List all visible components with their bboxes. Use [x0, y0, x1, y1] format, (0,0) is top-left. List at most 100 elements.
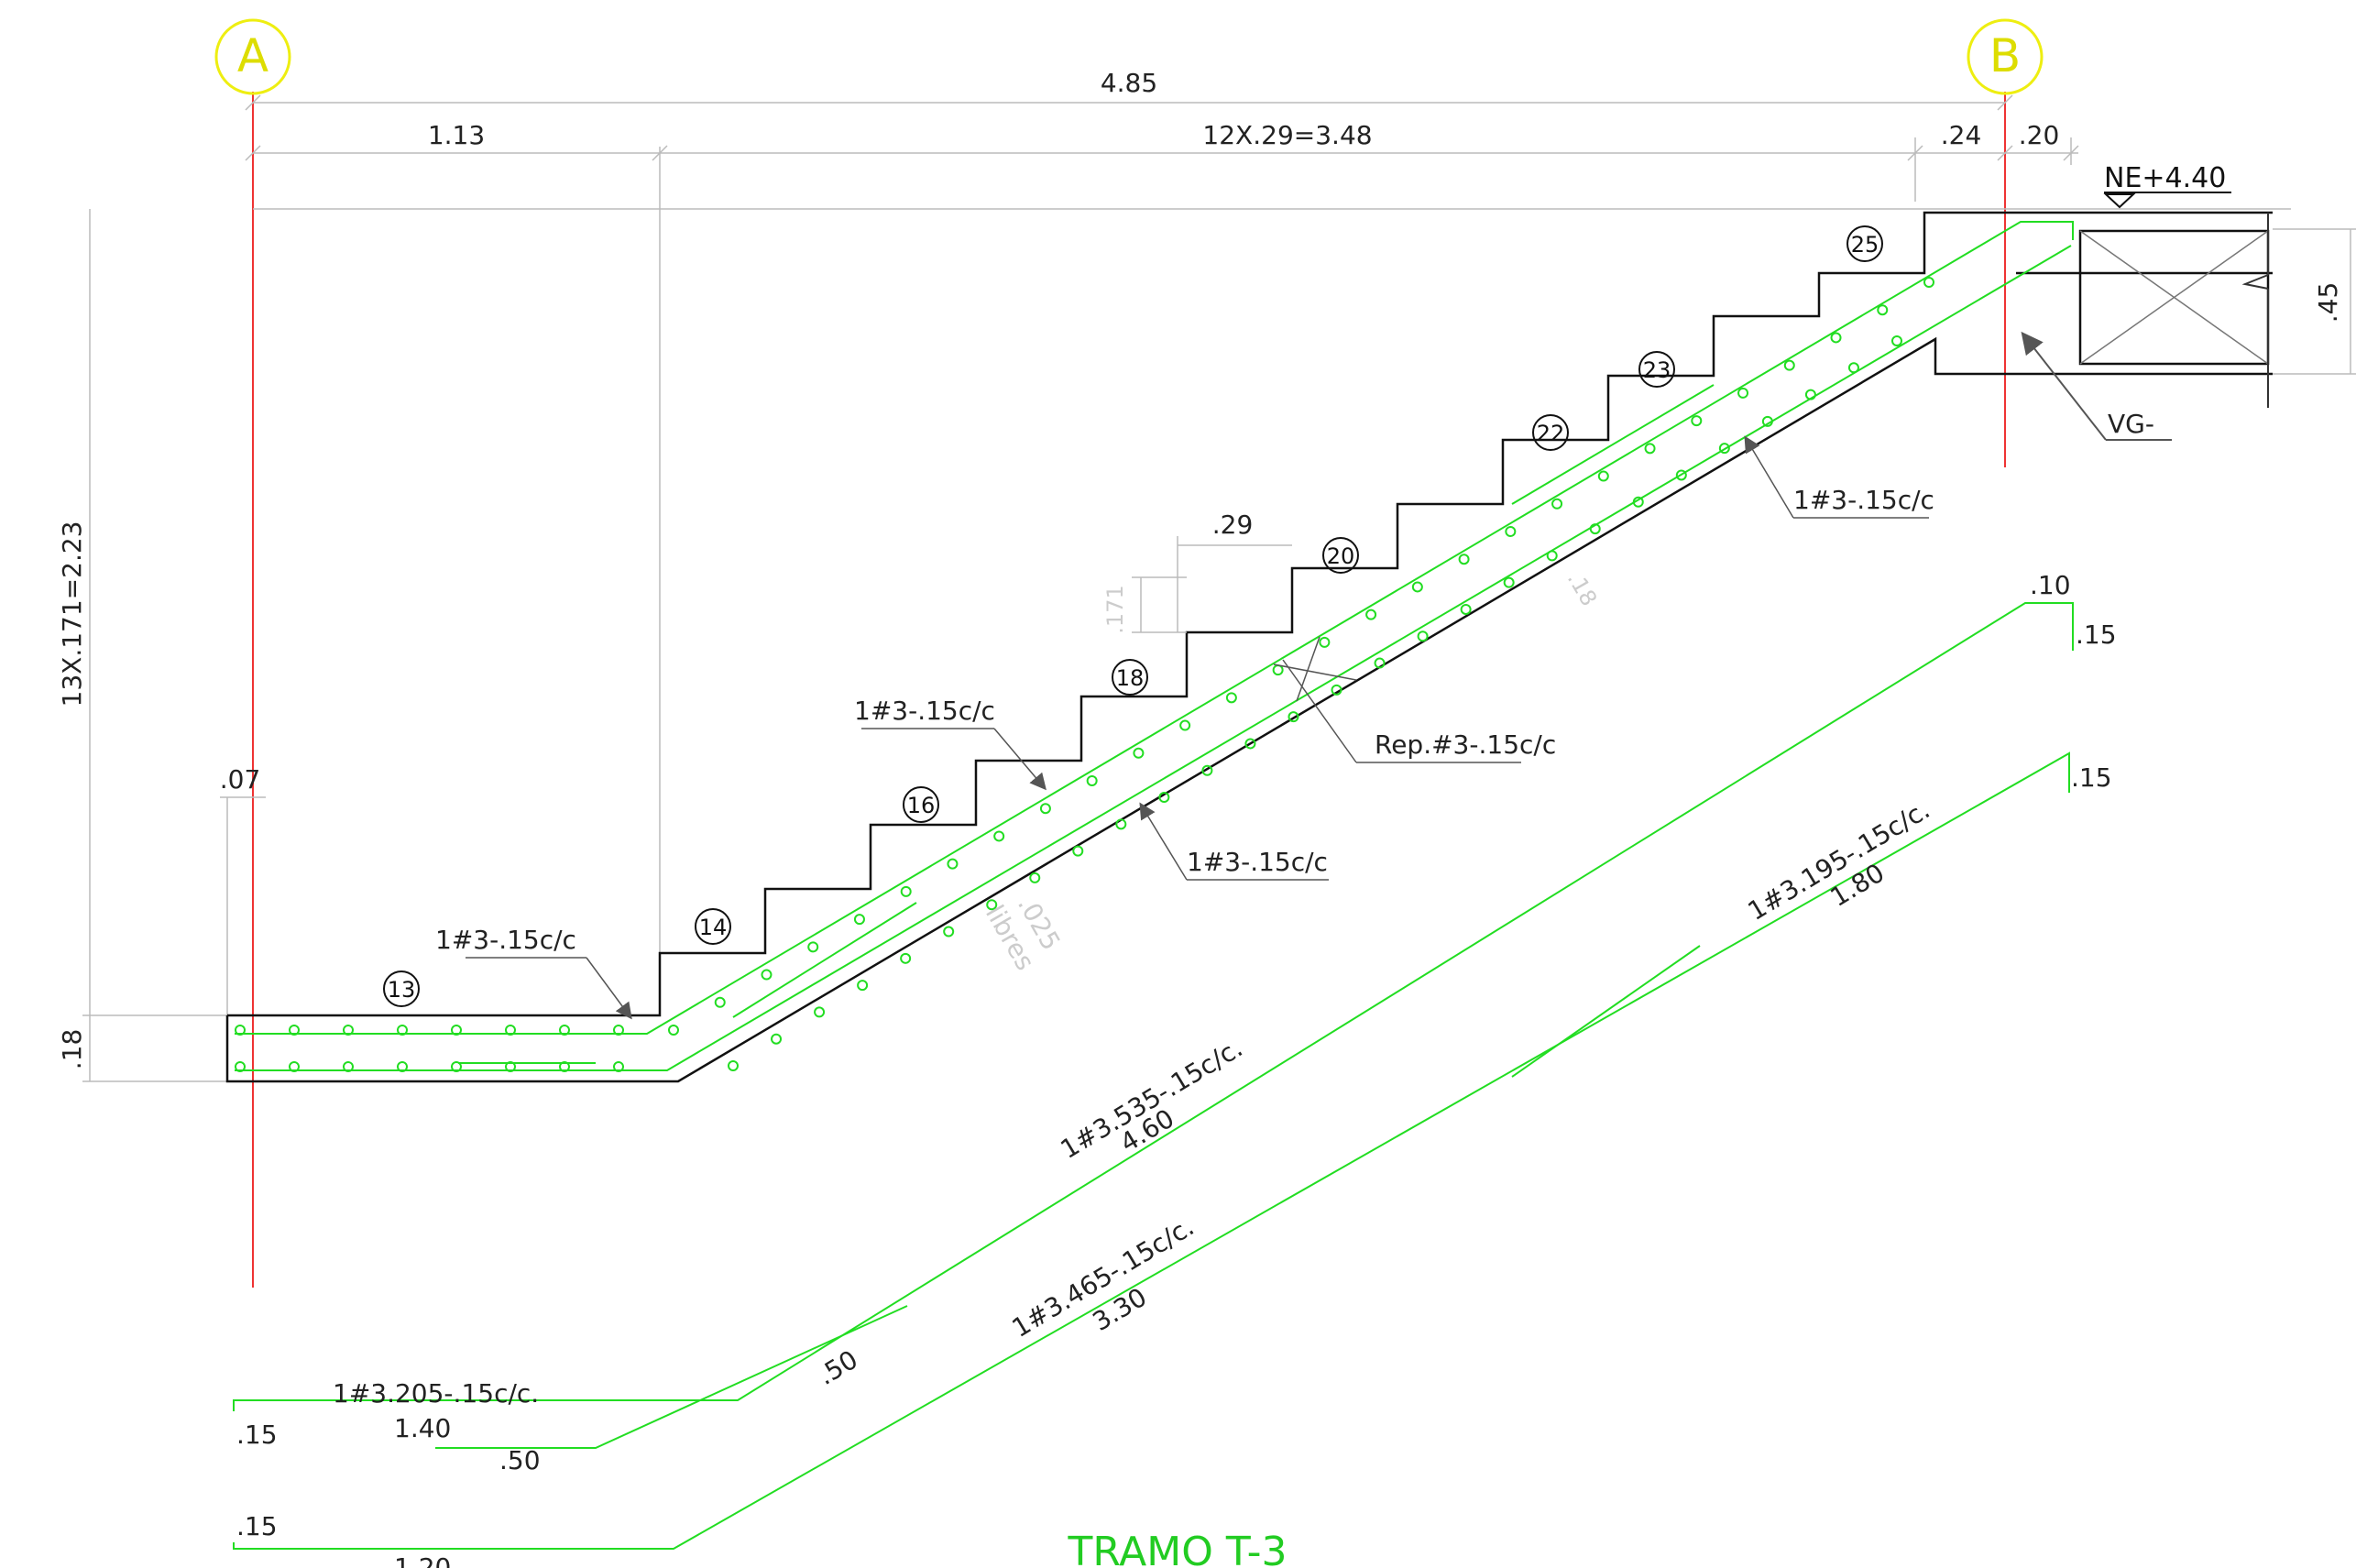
rebar-dot — [807, 941, 819, 953]
rebar-dot — [1877, 304, 1889, 316]
dim-landing: 1.13 — [428, 120, 485, 150]
rebar-dot — [1158, 792, 1170, 804]
dim-024: .24 — [1941, 120, 1982, 150]
rebar-dot — [1632, 496, 1644, 508]
bar5-length: 1.20 — [394, 1552, 451, 1568]
step-bubble — [1112, 659, 1148, 696]
rebar-leaders — [466, 435, 1929, 1020]
rebar-dot — [1691, 415, 1703, 427]
rebar-dot — [1783, 359, 1795, 371]
step-dimension — [1132, 536, 1292, 633]
rebar-dot — [505, 1025, 516, 1036]
rebar-dot — [857, 980, 869, 992]
rebar-dot — [1039, 803, 1051, 815]
dim-height-total: 13X.171=2.23 — [57, 521, 87, 707]
rebar-dot — [613, 1061, 624, 1072]
rebar-dot — [1115, 818, 1127, 830]
bar2-hook-side: .15 — [2071, 762, 2112, 793]
step-bubble — [1638, 351, 1675, 388]
rebar-dot — [986, 899, 998, 911]
rebar-dot — [853, 914, 865, 926]
dim-tread: .29 — [1212, 510, 1254, 540]
rebar-dot — [1460, 603, 1472, 615]
rebar-dot — [814, 1006, 826, 1018]
rebar-dot — [613, 1025, 624, 1036]
level-label: NE+4.40 — [2104, 162, 2226, 194]
bar5-hook: .15 — [236, 1511, 278, 1541]
axis-b-bubble — [1967, 18, 2044, 95]
rebar-dot — [451, 1025, 462, 1036]
rebar-dot — [1644, 443, 1656, 455]
rebar-dot — [1847, 362, 1859, 374]
step-bubble — [1322, 537, 1359, 574]
rebar-dot — [559, 1061, 570, 1072]
bar4-length: 1.40 — [394, 1413, 451, 1443]
step-number: 18 — [1116, 665, 1145, 691]
step-number: 13 — [388, 977, 416, 1003]
step-number: 14 — [699, 915, 728, 940]
rebar-dot — [235, 1025, 246, 1036]
step-number: 16 — [907, 793, 936, 818]
rebar-dot — [397, 1025, 408, 1036]
rebar-dot — [1072, 845, 1084, 857]
rebar-dot — [289, 1025, 300, 1036]
rebar-dot — [1718, 443, 1730, 455]
stair-concrete-outline — [225, 211, 2273, 1083]
rebar-dot — [900, 885, 912, 897]
rebar-dot — [1737, 387, 1749, 399]
level-marker — [2103, 192, 2231, 209]
dim-riser: .171 — [1102, 585, 1128, 633]
rebar-dot — [993, 830, 1005, 842]
rebar-dot — [1225, 692, 1237, 704]
step-bubble — [903, 786, 939, 823]
rebar-dot — [1086, 775, 1098, 786]
beam-dimension — [2273, 228, 2356, 375]
rebar-dot — [1891, 335, 1902, 346]
left-dimensions — [82, 209, 266, 1082]
rebar-dot — [1761, 415, 1773, 427]
rebar-dot — [1272, 664, 1284, 676]
rebar-label-rep: Rep.#3-.15c/c — [1375, 729, 1556, 760]
rebar-dot — [1675, 469, 1687, 481]
top-dimensions — [245, 94, 2291, 962]
bar4-label: 1#3.205-.15c/c. — [333, 1378, 539, 1409]
beam-label: VG- — [2108, 409, 2154, 439]
rebar-label-top: 1#3-.15c/c — [854, 696, 995, 726]
rebar-dot — [1458, 554, 1470, 565]
step-number: 20 — [1327, 543, 1355, 569]
rebar-dot — [1365, 609, 1377, 620]
rebar-dot — [1546, 550, 1558, 562]
step-number: 22 — [1537, 421, 1565, 446]
rebar-label-bottom: 1#3-.15c/c — [1187, 847, 1328, 877]
dim-007: .07 — [220, 764, 261, 795]
dim-overall: 4.85 — [1101, 68, 1157, 98]
rebar-dot — [728, 1060, 739, 1071]
dim-inner-018: .18 — [1562, 567, 1602, 610]
axis-a-label: A — [237, 29, 268, 82]
rebar-dot — [397, 1061, 408, 1072]
rebar-dot — [1417, 630, 1429, 642]
rebar-dot — [1331, 684, 1342, 696]
rebar-dot — [505, 1061, 516, 1072]
rebar-dot — [761, 969, 773, 981]
step-number: 23 — [1643, 357, 1671, 383]
dim-treads: 12X.29=3.48 — [1202, 120, 1372, 150]
step-bubble — [1532, 414, 1569, 451]
bar4-leg1: .50 — [499, 1445, 541, 1475]
rebar-dot — [1133, 747, 1145, 759]
drawing-title: TRAMO T-3 — [1067, 1529, 1287, 1568]
dim-018-left: .18 — [57, 1029, 87, 1070]
rebar-dot — [943, 926, 955, 938]
rebar-dot — [1923, 277, 1934, 288]
rebar-dot — [1503, 576, 1515, 588]
rebar-dot — [771, 1033, 783, 1045]
bar-details — [233, 602, 2074, 1550]
step-bubble — [383, 970, 420, 1007]
rebar-dot — [451, 1061, 462, 1072]
rebar-dot — [1830, 332, 1842, 344]
rebar-dot — [1319, 636, 1331, 648]
rebar-dot — [1589, 523, 1601, 535]
rebar-dot — [1804, 389, 1816, 400]
